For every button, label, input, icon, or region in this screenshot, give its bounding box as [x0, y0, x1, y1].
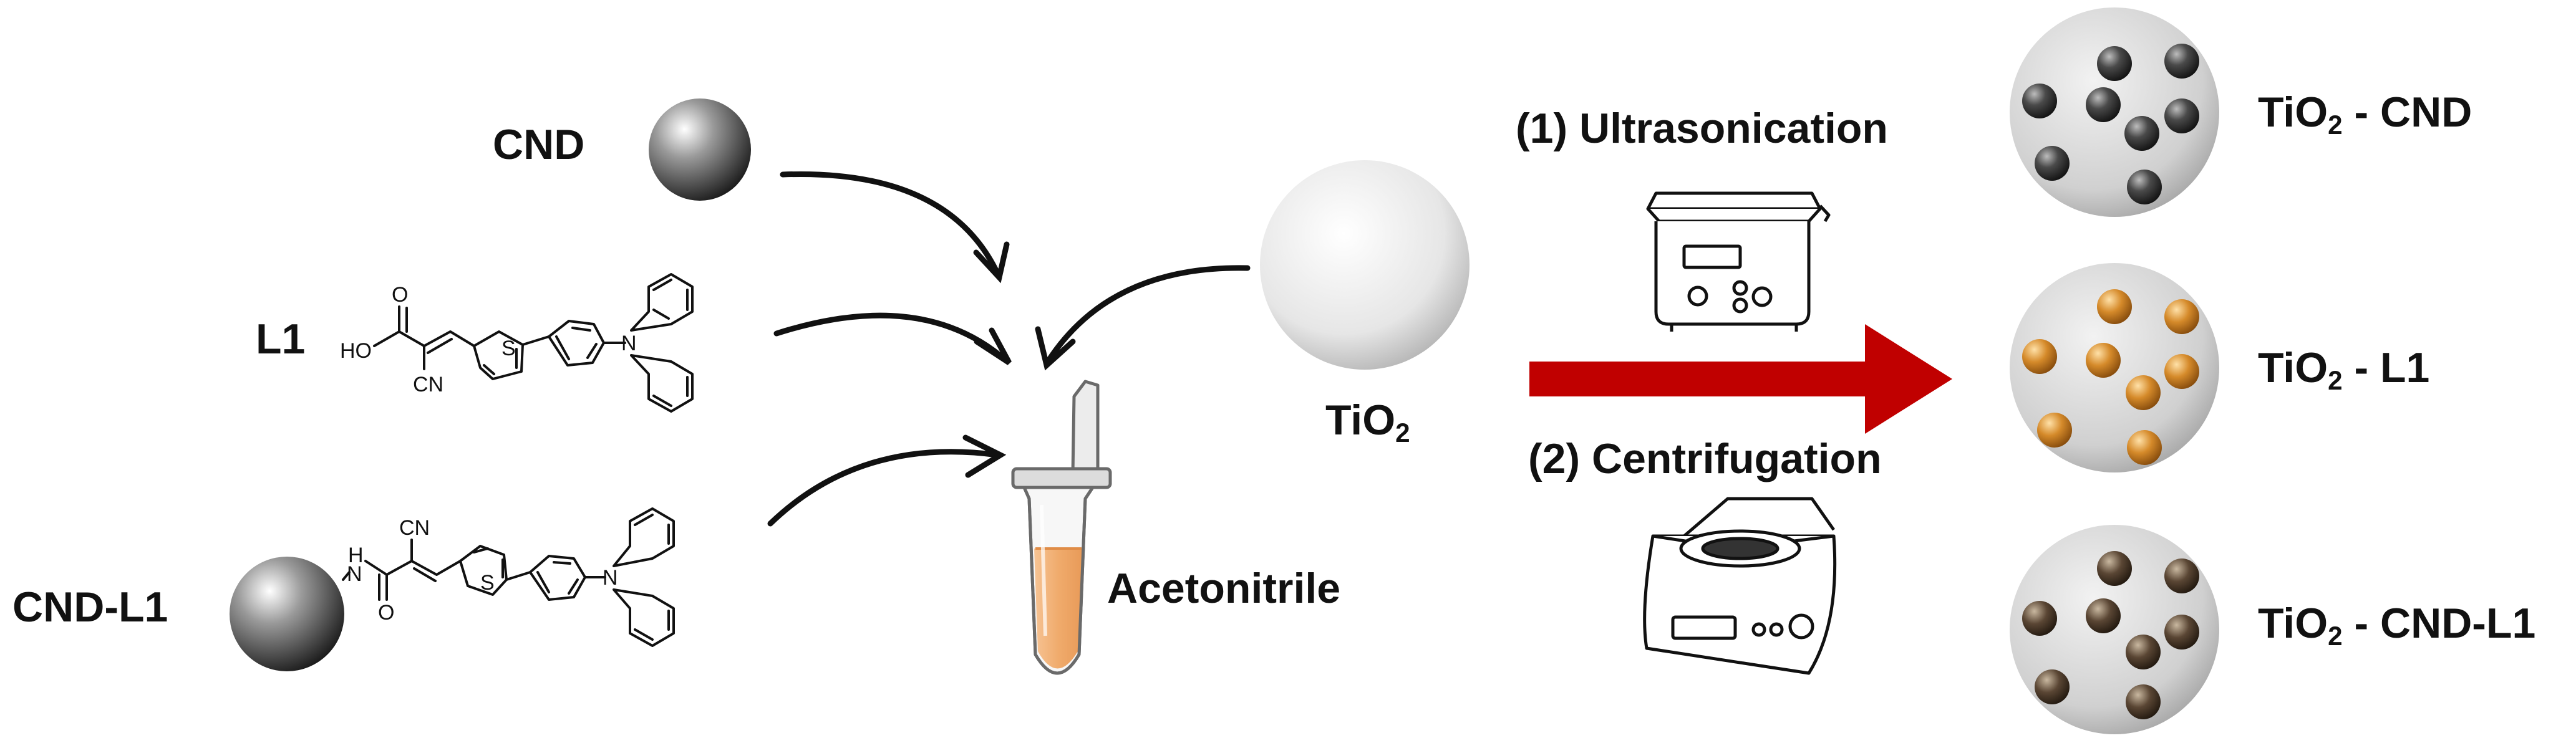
atom-cn-2: CN — [399, 516, 430, 540]
label-product-1: TiO2 - CND — [2258, 89, 2472, 140]
centrifuge-icon — [1643, 497, 1837, 675]
atom-n-amide: N — [347, 562, 362, 586]
label-tio2: TiO2 — [1325, 396, 1410, 448]
cnd-l1-sphere — [230, 557, 344, 671]
atom-s-2: S — [480, 571, 495, 595]
cnd-l1-structure — [342, 507, 675, 647]
input-arrows — [767, 171, 1251, 527]
l1-structure — [373, 273, 694, 413]
atom-n-2: N — [603, 566, 618, 590]
arrow-tio2 — [1045, 265, 1251, 365]
l1-atoms: HO O CN S N — [340, 283, 637, 396]
atom-n: N — [621, 332, 637, 355]
label-product-3: TiO2 - CND-L1 — [2258, 600, 2536, 651]
product-tio2-cnd — [2010, 7, 2219, 217]
arrow-l1 — [773, 312, 1010, 365]
cnd-sphere — [649, 98, 751, 201]
label-acetonitrile: Acetonitrile — [1107, 565, 1341, 612]
product-tio2-cnd-l1 — [2010, 525, 2219, 734]
tio2-sphere — [1260, 160, 1470, 370]
atom-o: O — [392, 283, 408, 307]
label-step2: (2) Centrifugation — [1528, 435, 1882, 482]
reaction-arrow — [1529, 324, 1952, 434]
label-product-2: TiO2 - L1 — [2258, 344, 2430, 395]
arrow-cnd-l1 — [767, 449, 1001, 527]
atom-cn: CN — [413, 373, 443, 396]
label-l1: L1 — [256, 315, 306, 363]
atom-s: S — [501, 337, 516, 360]
label-cnd-l1: CND-L1 — [12, 583, 168, 631]
cnd-l1-atoms: H N O CN S N — [347, 516, 618, 625]
ultrasonic-bath-icon — [1646, 191, 1831, 332]
atom-ho: HO — [340, 339, 372, 363]
atom-o-amide: O — [378, 601, 394, 625]
product-tio2-l1 — [2010, 263, 2219, 472]
arrow-cnd — [780, 171, 1001, 277]
eppendorf-tube — [1011, 380, 1112, 675]
label-cnd: CND — [493, 121, 585, 168]
atom-h: H — [348, 544, 364, 567]
label-step1: (1) Ultrasonication — [1516, 105, 1888, 152]
